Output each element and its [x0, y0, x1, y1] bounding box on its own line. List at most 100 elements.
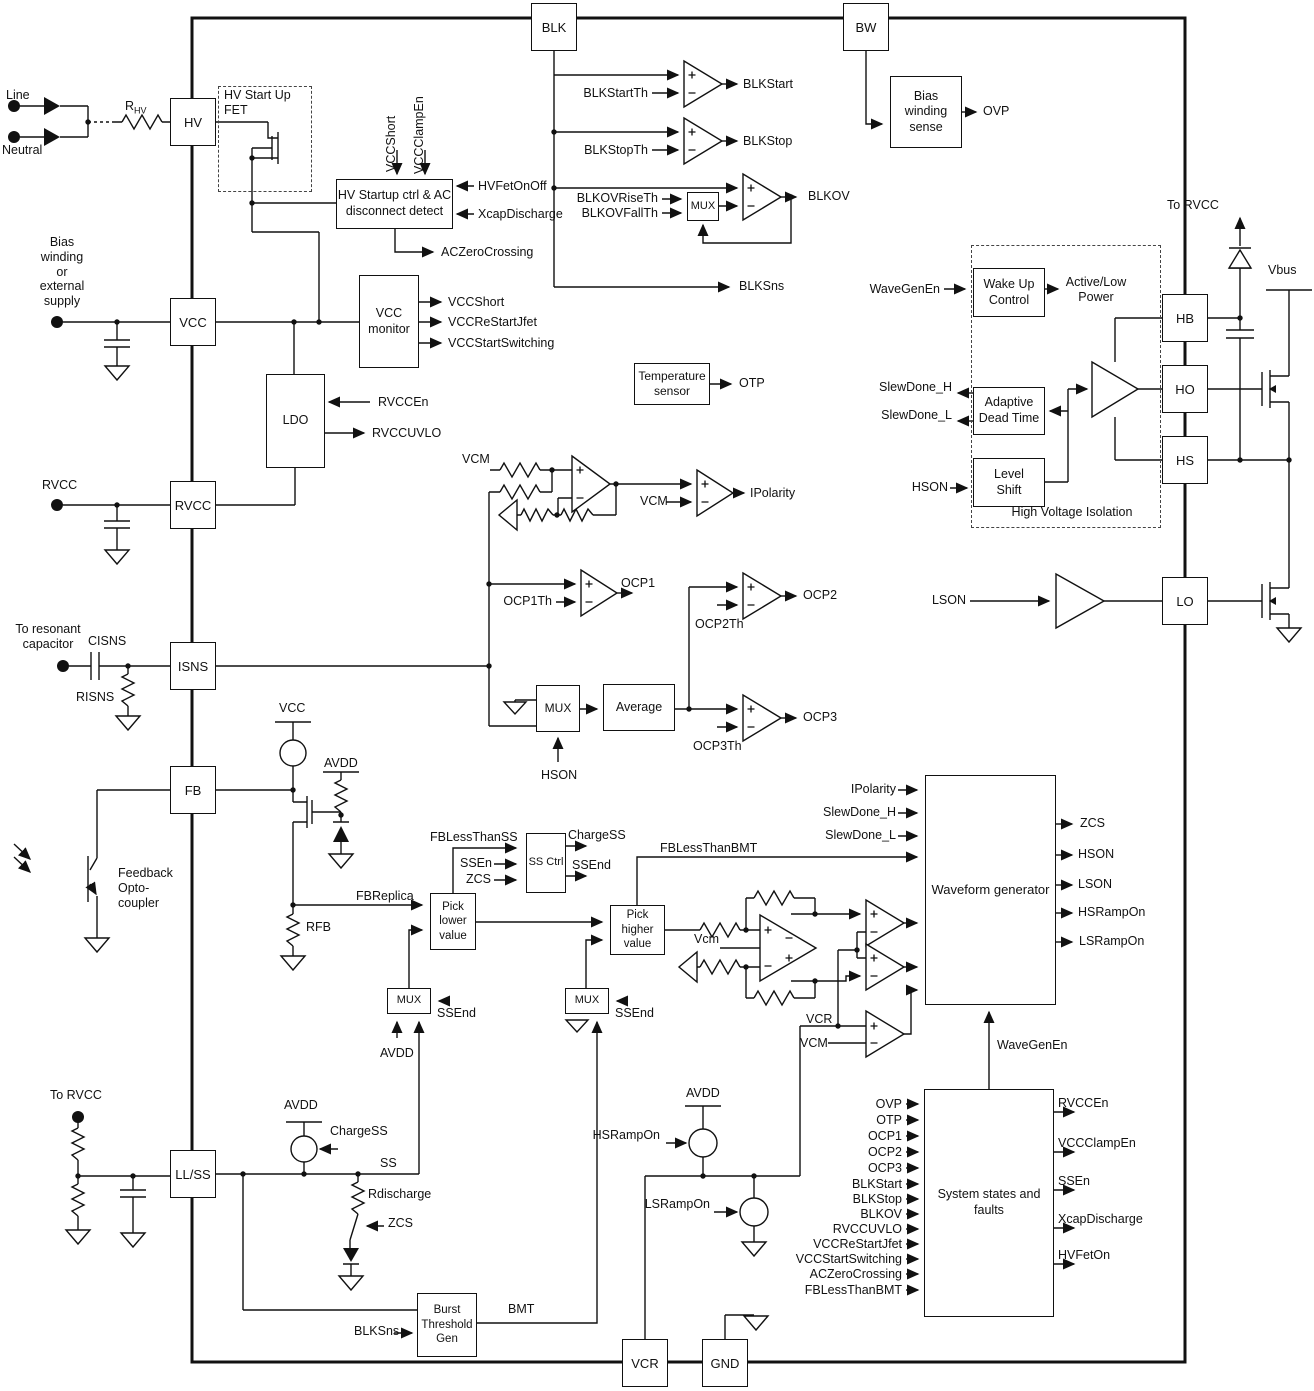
chip-boundary	[190, 16, 1187, 1364]
block-ss-ctrl: SS Ctrl	[526, 833, 566, 893]
label-vcm-ipol: VCM	[640, 494, 668, 508]
block-hv-startup-ctrl: HV Startup ctrl & AC disconnect detect	[336, 179, 453, 229]
label-vcr-net: VCR	[806, 1012, 833, 1026]
pin-isns: ISNS	[170, 642, 216, 690]
label-ipolarity-out: IPolarity	[750, 486, 796, 500]
block-level-shift: Level Shift	[973, 458, 1045, 507]
label-vcm-compc: VCM	[800, 1036, 828, 1050]
label-to-rvcc-bl: To RVCC	[50, 1088, 102, 1102]
label-hson-out: HSON	[1078, 847, 1115, 861]
block-temperature-sensor: Temperature sensor	[634, 363, 710, 405]
label-sys-in-blkstart: BLKStart	[851, 1177, 902, 1191]
label-blkovfallth: BLKOVFallTh	[581, 206, 658, 220]
label-blkovriseth: BLKOVRiseTh	[576, 191, 658, 205]
label-hsrampon-in: HSRampOn	[592, 1128, 660, 1142]
label-ocp3th: OCP3Th	[693, 739, 742, 753]
label-rfb: RFB	[306, 920, 331, 934]
label-ocp1th: OCP1Th	[503, 594, 552, 608]
label-sys-in-rvccuvlo: RVCCUVLO	[832, 1222, 902, 1236]
label-sys-out-xcapdischarge: XcapDischarge	[1058, 1212, 1143, 1226]
label-vbus: Vbus	[1268, 263, 1297, 277]
block-pick-lower-value: Pick lower value	[430, 893, 476, 950]
pin-hv: HV	[170, 98, 216, 146]
pin-bw: BW	[843, 3, 889, 51]
label-hv-startup-fet: HV Start Up FET	[224, 88, 291, 117]
label-sys-out-rvccen: RVCCEn	[1058, 1096, 1109, 1110]
label-lson-out: LSON	[1078, 877, 1113, 891]
label-ssen-in: SSEn	[460, 856, 492, 870]
label-vcm-small: Vcm	[694, 932, 719, 946]
block-wake-up-control: Wake Up Control	[973, 268, 1045, 317]
label-to-rvcc-top: To RVCC	[1167, 198, 1219, 212]
pin-fb: FB	[170, 766, 216, 814]
label-risns: RISNS	[76, 690, 115, 704]
label-xcapdischarge-in: XcapDischarge	[478, 207, 563, 221]
label-ipolarity-in: IPolarity	[850, 782, 896, 796]
label-blksns-in-burst: BLKSns	[354, 1324, 400, 1338]
label-vccstartswitching-out: VCCStartSwitching	[448, 336, 555, 350]
label-ocp2th: OCP2Th	[695, 617, 744, 631]
pin-gnd: GND	[702, 1339, 748, 1387]
pin-vcc: VCC	[170, 298, 216, 346]
label-ssend-out: SSEnd	[572, 858, 611, 872]
label-vccclampen-top: VCCClampEn	[412, 96, 426, 174]
label-bmt: BMT	[508, 1302, 535, 1316]
label-sys-in-otp: OTP	[876, 1113, 902, 1127]
label-hsrampon-out: HSRampOn	[1078, 905, 1146, 919]
pin-vcr: VCR	[622, 1339, 668, 1387]
block-adaptive-dead-time: Adaptive Dead Time	[973, 387, 1045, 435]
label-hson-levelshift: HSON	[911, 480, 948, 494]
label-ssend-mux2: SSEnd	[615, 1006, 654, 1020]
label-rvccen-in: RVCCEn	[378, 395, 429, 409]
label-fblessthanbmt: FBLessThanBMT	[660, 841, 758, 855]
pin-hs: HS	[1162, 436, 1208, 484]
label-ss-node: SS	[380, 1156, 397, 1170]
high-voltage-isolation-box	[971, 245, 1161, 528]
label-sys-in-ocp2: OCP2	[867, 1145, 902, 1159]
label-slewdone-l-left: SlewDone_L	[881, 408, 952, 422]
label-zcs-switch: ZCS	[388, 1216, 413, 1230]
label-otp-out: OTP	[739, 376, 765, 390]
label-lsrampon-out: LSRampOn	[1079, 934, 1145, 948]
label-to-resonant-cap: To resonant capacitor	[15, 622, 81, 651]
label-vccrestartjfet-out: VCCReStartJfet	[448, 315, 537, 329]
block-mux-ss: MUX	[387, 988, 431, 1014]
label-blkov-out: BLKOV	[808, 189, 850, 203]
label-sys-in-vccrestartjfet: VCCReStartJfet	[813, 1237, 902, 1251]
label-line: Line	[6, 88, 30, 102]
block-system-states: System states and faults	[924, 1089, 1054, 1317]
label-vcm-amp-in: VCM	[462, 452, 490, 466]
label-ocp3-out: OCP3	[803, 710, 838, 724]
block-burst-threshold-gen: Burst Threshold Gen	[417, 1293, 477, 1357]
label-avdd-ramp: AVDD	[686, 1086, 720, 1100]
label-ssend-mux1: SSEnd	[437, 1006, 476, 1020]
label-neutral: Neutral	[2, 143, 43, 157]
label-sys-in-blkov: BLKOV	[860, 1207, 902, 1221]
label-sys-in-blkstop: BLKStop	[852, 1192, 902, 1206]
label-sys-out-vccclampen: VCCClampEn	[1058, 1136, 1136, 1150]
label-hson-mux: HSON	[541, 768, 578, 782]
block-ldo: LDO	[266, 374, 325, 468]
label-rvcc-ext: RVCC	[42, 478, 78, 492]
label-sys-in-ocp3: OCP3	[867, 1161, 902, 1175]
label-feedback-opto: Feedback Opto- coupler	[118, 866, 173, 910]
label-vccshort-top: VCCShort	[384, 115, 398, 172]
pin-hb: HB	[1162, 294, 1208, 342]
block-bias-winding-sense: Bias winding sense	[890, 76, 962, 148]
pin-lo: LO	[1162, 577, 1208, 625]
label-slewdone-l-in: SlewDone_L	[825, 828, 896, 842]
label-slewdone-h-in: SlewDone_H	[823, 805, 896, 819]
label-bias-winding-supply: Bias winding or external supply	[39, 235, 85, 308]
block-mux-bmt: MUX	[565, 988, 609, 1014]
block-vcc-monitor: VCC monitor	[359, 275, 419, 368]
label-sys-out-hvfeton: HVFetOn	[1058, 1248, 1111, 1262]
label-ovp-out: OVP	[983, 104, 1010, 118]
block-mux-ocp: MUX	[536, 685, 580, 732]
junction-dots	[75, 119, 1292, 1179]
label-wavegenen-wg: WaveGenEn	[997, 1038, 1068, 1052]
label-avdd-rail-fb: AVDD	[324, 756, 358, 770]
label-blkstart-out: BLKStart	[743, 77, 794, 91]
label-blkstop-out: BLKStop	[743, 134, 793, 148]
